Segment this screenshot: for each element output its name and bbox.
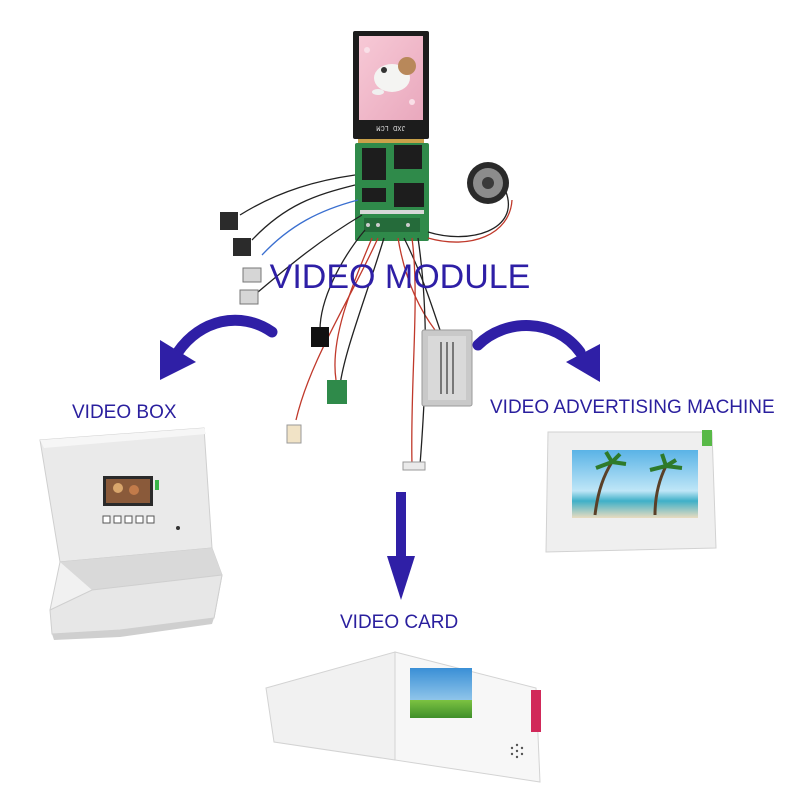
video-box-illustration (39, 427, 223, 640)
video-module-illustration: JXD LCM (220, 31, 513, 471)
pcb-board (355, 143, 429, 241)
lcd-screen (353, 31, 429, 139)
diagram-title: VIDEO MODULE (269, 258, 531, 296)
charging-board (327, 380, 347, 404)
battery (421, 329, 473, 407)
push-switches (220, 212, 262, 305)
usb-connector (286, 424, 302, 444)
wires (239, 174, 513, 466)
lcd-marking: JXD LCM (376, 123, 405, 131)
arrow-to-video-box (160, 314, 278, 380)
arrow-to-video-card (387, 492, 415, 600)
label-video-advertising-machine: VIDEO ADVERTISING MACHINE (490, 397, 775, 418)
jst-connector (402, 461, 426, 471)
flex-ribbon (358, 139, 424, 145)
speaker (467, 162, 509, 204)
arrow-to-advertising-machine (472, 320, 600, 382)
label-video-box: VIDEO BOX (72, 402, 177, 423)
video-card-illustration (265, 651, 541, 783)
magnetic-switch (311, 327, 329, 347)
advertising-machine-illustration (545, 430, 717, 553)
label-video-card: VIDEO CARD (340, 612, 459, 633)
